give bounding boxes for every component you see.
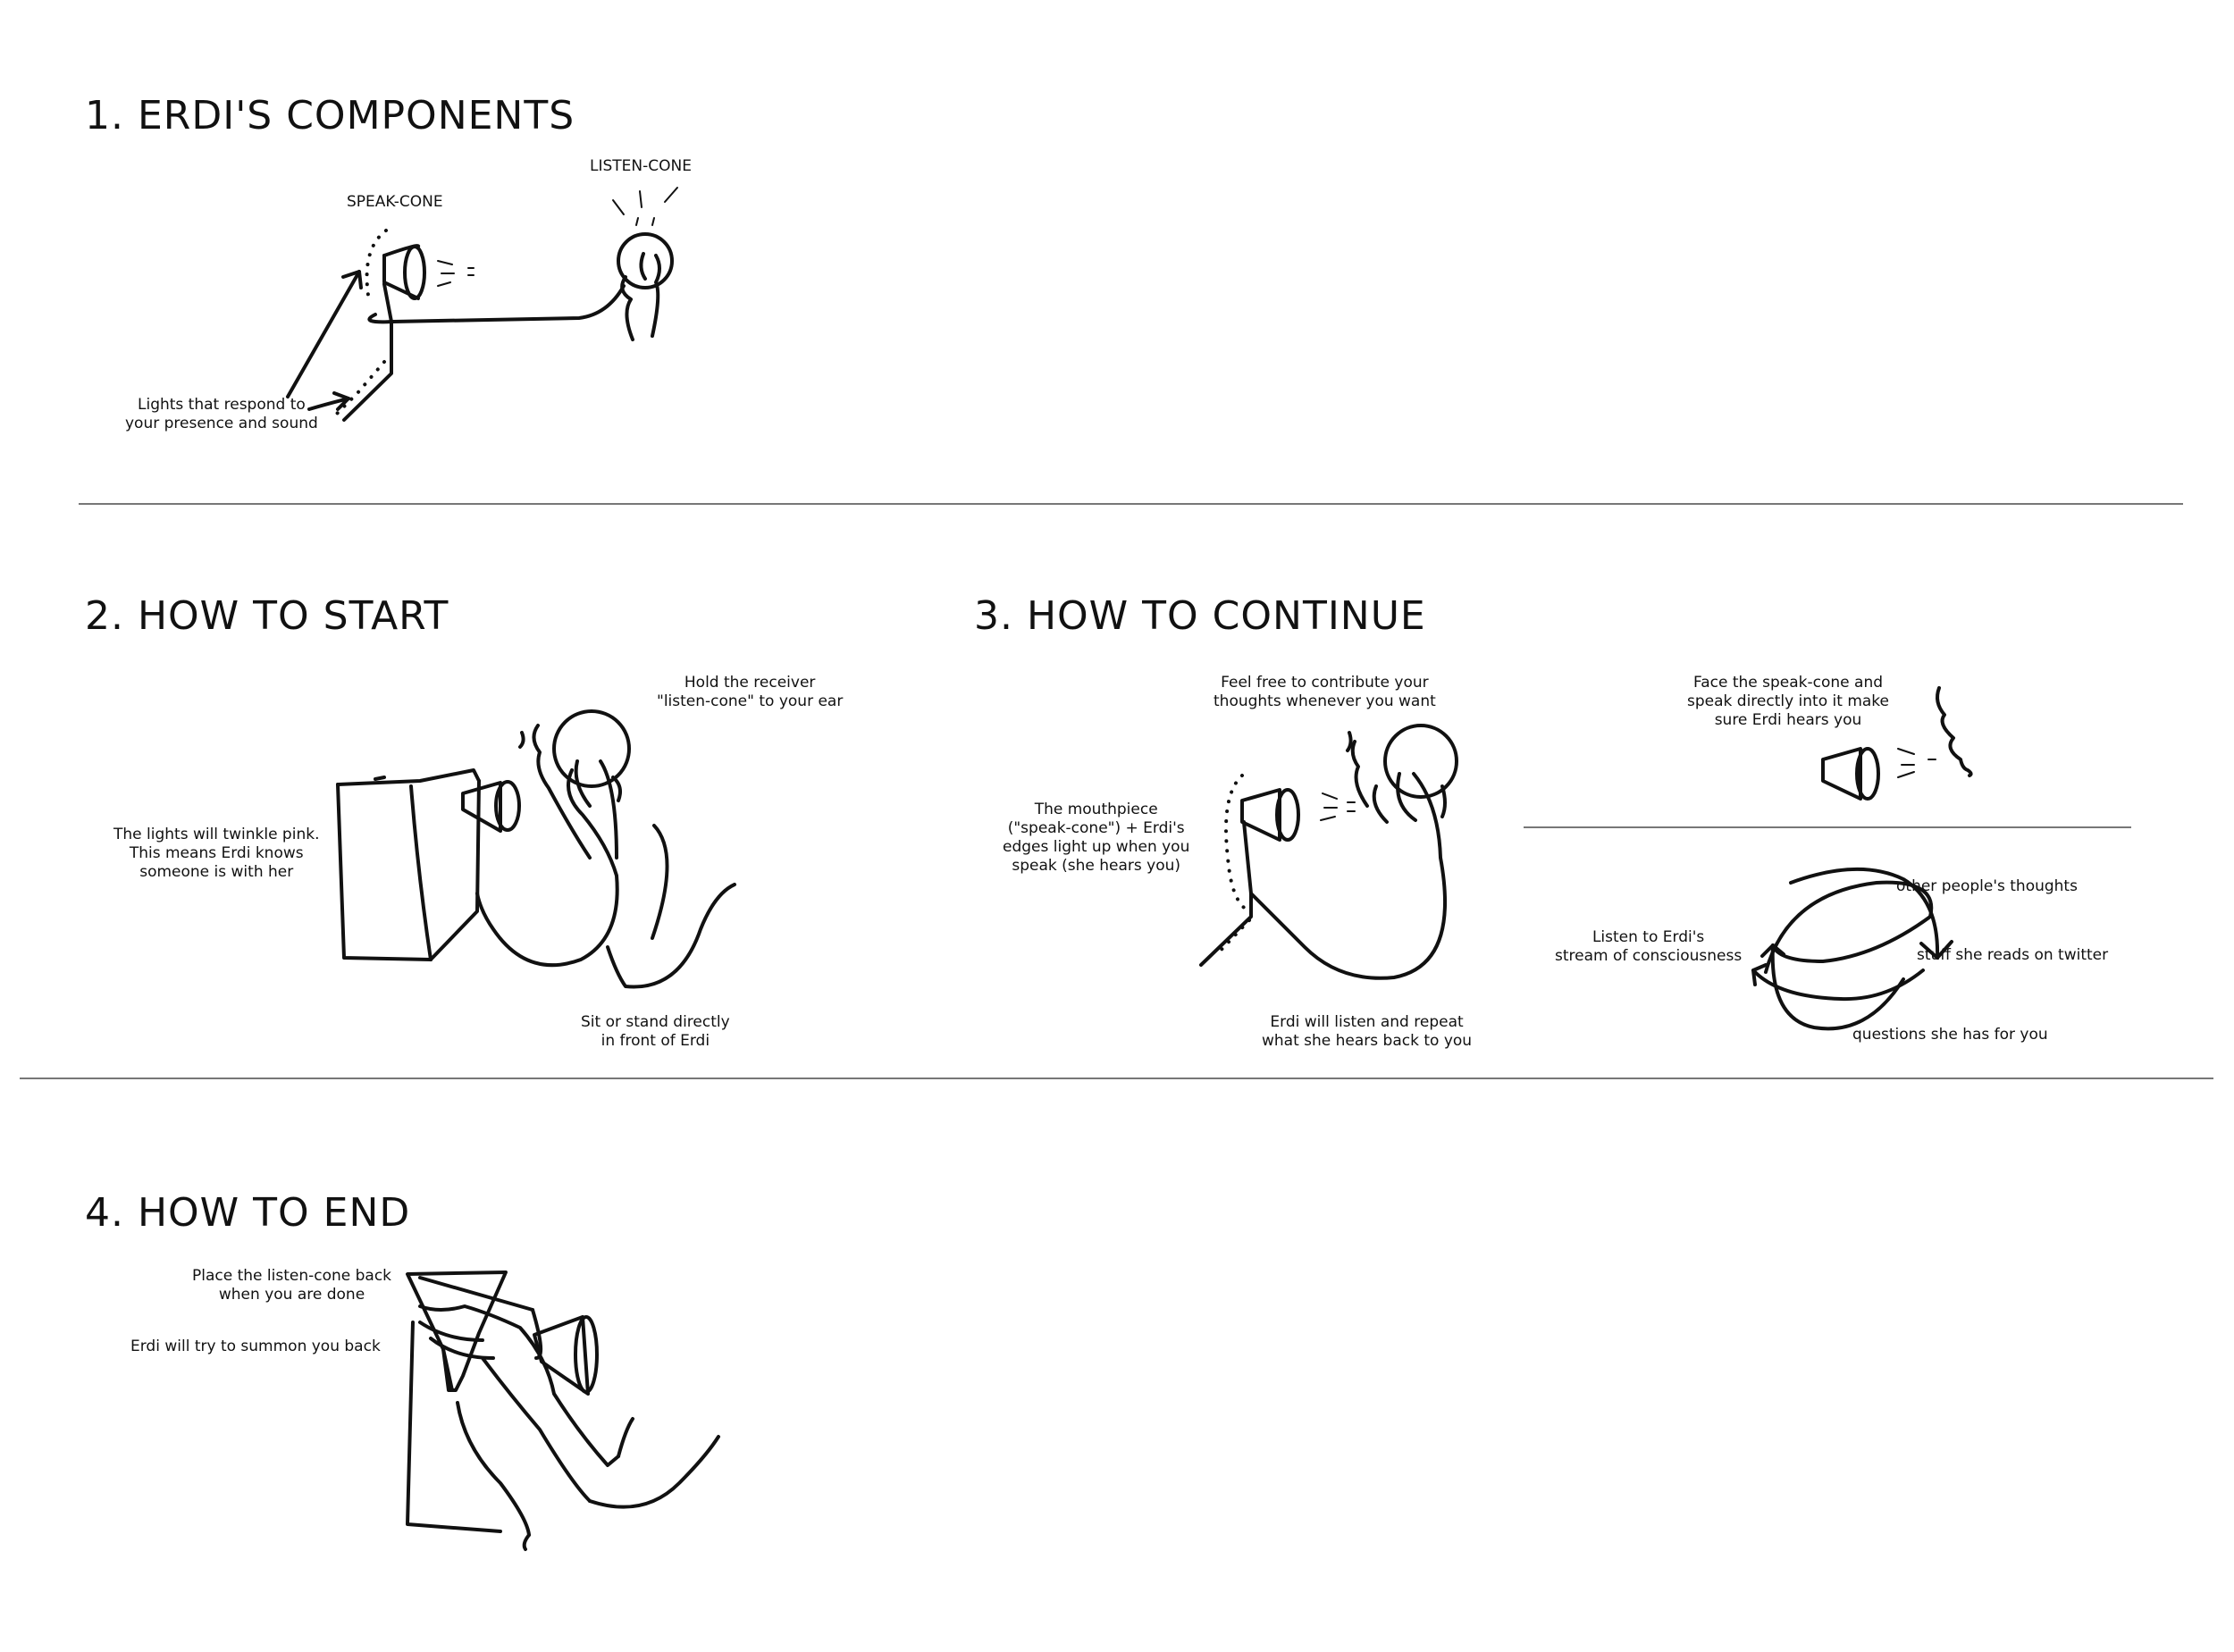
light-dots [1214, 918, 1251, 958]
place-back-caption: Place the listen-cone back when you are … [192, 1267, 391, 1304]
face-caption-line: speak directly into it make [1687, 692, 1889, 710]
other-thoughts-label: other people's thoughts [1896, 877, 2078, 895]
speak-cone-label: SPEAK-CONE [347, 193, 443, 211]
repeat-caption-line: what she hears back to you [1262, 1032, 1473, 1050]
start-illustration [336, 709, 736, 989]
face-speak-cone-caption: Face the speak-cone and speak directly i… [1687, 674, 1889, 730]
person-figure [475, 709, 736, 989]
speak-cone-icon [1821, 747, 1936, 801]
person-figure [1249, 724, 1458, 980]
stream-caption-line: Listen to Erdi's [1592, 928, 1705, 946]
end-illustration [406, 1270, 720, 1551]
face-caption-line: sure Erdi hears you [1714, 711, 1862, 729]
repeat-caption: Erdi will listen and repeat what she hea… [1262, 1013, 1472, 1051]
stream-cycle-icon [1751, 868, 1953, 1031]
speak-cone-icon [382, 244, 475, 300]
hold-caption-line: Hold the receiver [684, 674, 816, 692]
divider-top [79, 503, 2183, 505]
cone-cord [367, 284, 626, 324]
section-title-end: 4. HOW TO END [85, 1190, 411, 1236]
mouthpiece-caption-line: edges light up when you [1003, 838, 1190, 856]
contribute-caption-line: thoughts whenever you want [1214, 692, 1436, 710]
sit-caption-line: Sit or stand directly [581, 1013, 730, 1031]
summon-caption: Erdi will try to summon you back [130, 1338, 381, 1355]
light-dots [365, 229, 388, 297]
continue-illustration [1199, 686, 1973, 1031]
erdi-body [1199, 820, 1253, 967]
arrow-icon [307, 391, 350, 411]
components-illustration [286, 187, 678, 422]
erdi-box [406, 1276, 543, 1533]
contribute-caption: Feel free to contribute your thoughts wh… [1214, 674, 1436, 711]
twinkle-caption-line: The lights will twinkle pink. [113, 826, 320, 843]
section-title-continue: 3. HOW TO CONTINUE [974, 593, 1426, 639]
listen-cone-icon [406, 1270, 508, 1392]
lights-caption: Lights that respond to your presence and… [125, 396, 318, 433]
twinkle-caption-line: This means Erdi knows [129, 844, 304, 862]
speak-cone-icon [533, 1315, 599, 1396]
mouthpiece-caption: The mouthpiece ("speak-cone") + Erdi's e… [1003, 801, 1189, 876]
contribute-caption-line: Feel free to contribute your [1221, 674, 1429, 692]
questions-label: questions she has for you [1852, 1026, 2048, 1044]
hold-caption-line: "listen-cone" to your ear [657, 692, 844, 710]
section-title-components: 1. ERDI'S COMPONENTS [85, 93, 575, 138]
stream-caption: Listen to Erdi's stream of consciousness [1555, 928, 1742, 966]
erdi-box [336, 768, 481, 961]
place-caption-line: when you are done [218, 1286, 365, 1304]
twinkle-caption-line: someone is with her [139, 863, 294, 881]
divider-middle [20, 1078, 2213, 1079]
light-dots [331, 360, 386, 420]
mouthpiece-caption-line: ("speak-cone") + Erdi's [1007, 819, 1185, 837]
repeat-caption-line: Erdi will listen and repeat [1270, 1013, 1464, 1031]
erdi-body [342, 282, 393, 422]
divider-continue-panel [1524, 826, 2131, 828]
hold-receiver-caption: Hold the receiver "listen-cone" to your … [657, 674, 843, 711]
sit-caption-line: in front of Erdi [600, 1032, 710, 1050]
twitter-label: stuff she reads on twitter [1917, 946, 2109, 964]
place-caption-line: Place the listen-cone back [192, 1267, 392, 1285]
twinkle-caption: The lights will twinkle pink. This means… [113, 826, 319, 882]
mouthpiece-caption-line: The mouthpiece [1034, 801, 1158, 818]
arrow-icon [286, 270, 363, 398]
mouthpiece-caption-line: speak (she hears you) [1012, 857, 1181, 875]
person-hand [418, 1304, 720, 1551]
listen-cone-icon [612, 187, 678, 341]
section-title-start: 2. HOW TO START [85, 593, 449, 639]
sit-stand-caption: Sit or stand directly in front of Erdi [581, 1013, 730, 1051]
listen-cone-label: LISTEN-CONE [590, 157, 692, 175]
speak-cone-icon [1240, 788, 1356, 842]
face-caption-line: Face the speak-cone and [1692, 674, 1884, 692]
lights-caption-line: Lights that respond to [138, 396, 306, 414]
speak-cone-icon [461, 780, 521, 833]
speaking-face-icon [1936, 686, 1973, 777]
lights-caption-line: your presence and sound [125, 415, 318, 432]
stream-caption-line: stream of consciousness [1555, 947, 1743, 965]
